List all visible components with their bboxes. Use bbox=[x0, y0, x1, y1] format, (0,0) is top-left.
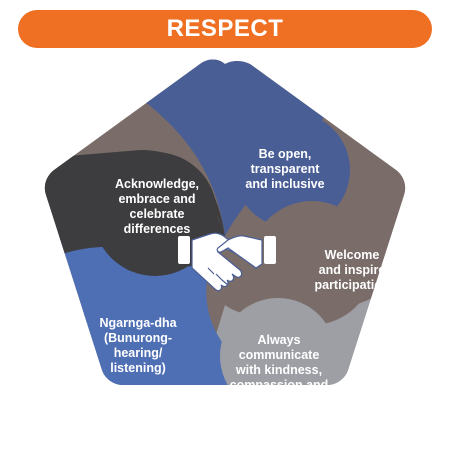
respect-banner: RESPECT bbox=[18, 10, 432, 48]
handshake-icon bbox=[178, 232, 276, 292]
label-acknowledge: Acknowledge, embrace and celebrate diffe… bbox=[114, 177, 200, 236]
label-be-open: Be open, transparent and inclusive bbox=[245, 147, 325, 191]
banner-title: RESPECT bbox=[166, 15, 284, 42]
label-communicate: Always communicate with kindness, compas… bbox=[229, 333, 329, 407]
label-welcome: Welcome and inspire participation bbox=[314, 248, 390, 292]
label-ngarnga-dha: Ngarnga-dha (Bunurong- hearing/ listenin… bbox=[99, 316, 177, 375]
